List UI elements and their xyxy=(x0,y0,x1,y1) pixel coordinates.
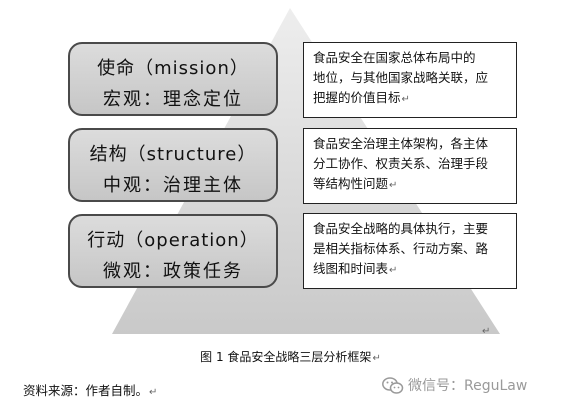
return-mark: ↵ xyxy=(482,326,491,337)
description-line: 是相关指标体系、行动方案、路 xyxy=(313,241,489,256)
description-box-mission: 食品安全在国家总体布局中的 地位，与其他国家战略关联，应 把握的价值目标↵ xyxy=(303,42,517,118)
level-subtitle: 宏观：理念定位 xyxy=(103,89,243,110)
description-box-structure: 食品安全治理主体架构，各主体 分工协作、权责关系、治理手段 等结构性问题↵ xyxy=(303,128,517,204)
description-line: 把握的价值目标↵ xyxy=(313,90,410,105)
description-line: 食品安全战略的具体执行，主要 xyxy=(313,221,489,236)
return-mark: ↵ xyxy=(389,265,398,276)
source-note: 资料来源：作者自制。↵ xyxy=(23,383,158,398)
return-mark: ↵ xyxy=(401,94,410,105)
watermark-label: 微信号：ReguLaw xyxy=(408,378,528,394)
watermark: 微信号：ReguLaw xyxy=(382,374,527,396)
description-box-operation: 食品安全战略的具体执行，主要 是相关指标体系、行动方案、路 线图和时间表↵ xyxy=(303,213,517,289)
level-subtitle: 微观：政策任务 xyxy=(103,261,243,282)
description-line: 地位，与其他国家战略关联，应 xyxy=(313,70,489,85)
level-title: 使命（mission） xyxy=(97,58,249,79)
wechat-icon xyxy=(382,376,404,394)
figure-caption: 图 1 食品安全战略三层分析框架↵ xyxy=(200,350,381,364)
level-subtitle: 中观：治理主体 xyxy=(103,175,243,196)
level-title: 行动（operation） xyxy=(87,230,259,251)
return-mark: ↵ xyxy=(149,387,158,398)
level-box-structure: 结构（structure） 中观：治理主体 xyxy=(68,128,278,202)
description-line: 食品安全在国家总体布局中的 xyxy=(313,50,476,65)
description-line: 线图和时间表↵ xyxy=(313,261,398,276)
description-line: 等结构性问题↵ xyxy=(313,176,398,191)
level-box-mission: 使命（mission） 宏观：理念定位 xyxy=(68,42,278,116)
description-line: 食品安全治理主体架构，各主体 xyxy=(313,136,489,151)
description-line: 分工协作、权责关系、治理手段 xyxy=(313,156,489,171)
level-title: 结构（structure） xyxy=(89,144,257,165)
return-mark: ↵ xyxy=(389,180,398,191)
return-mark: ↵ xyxy=(372,353,381,364)
level-box-operation: 行动（operation） 微观：政策任务 xyxy=(68,214,278,288)
